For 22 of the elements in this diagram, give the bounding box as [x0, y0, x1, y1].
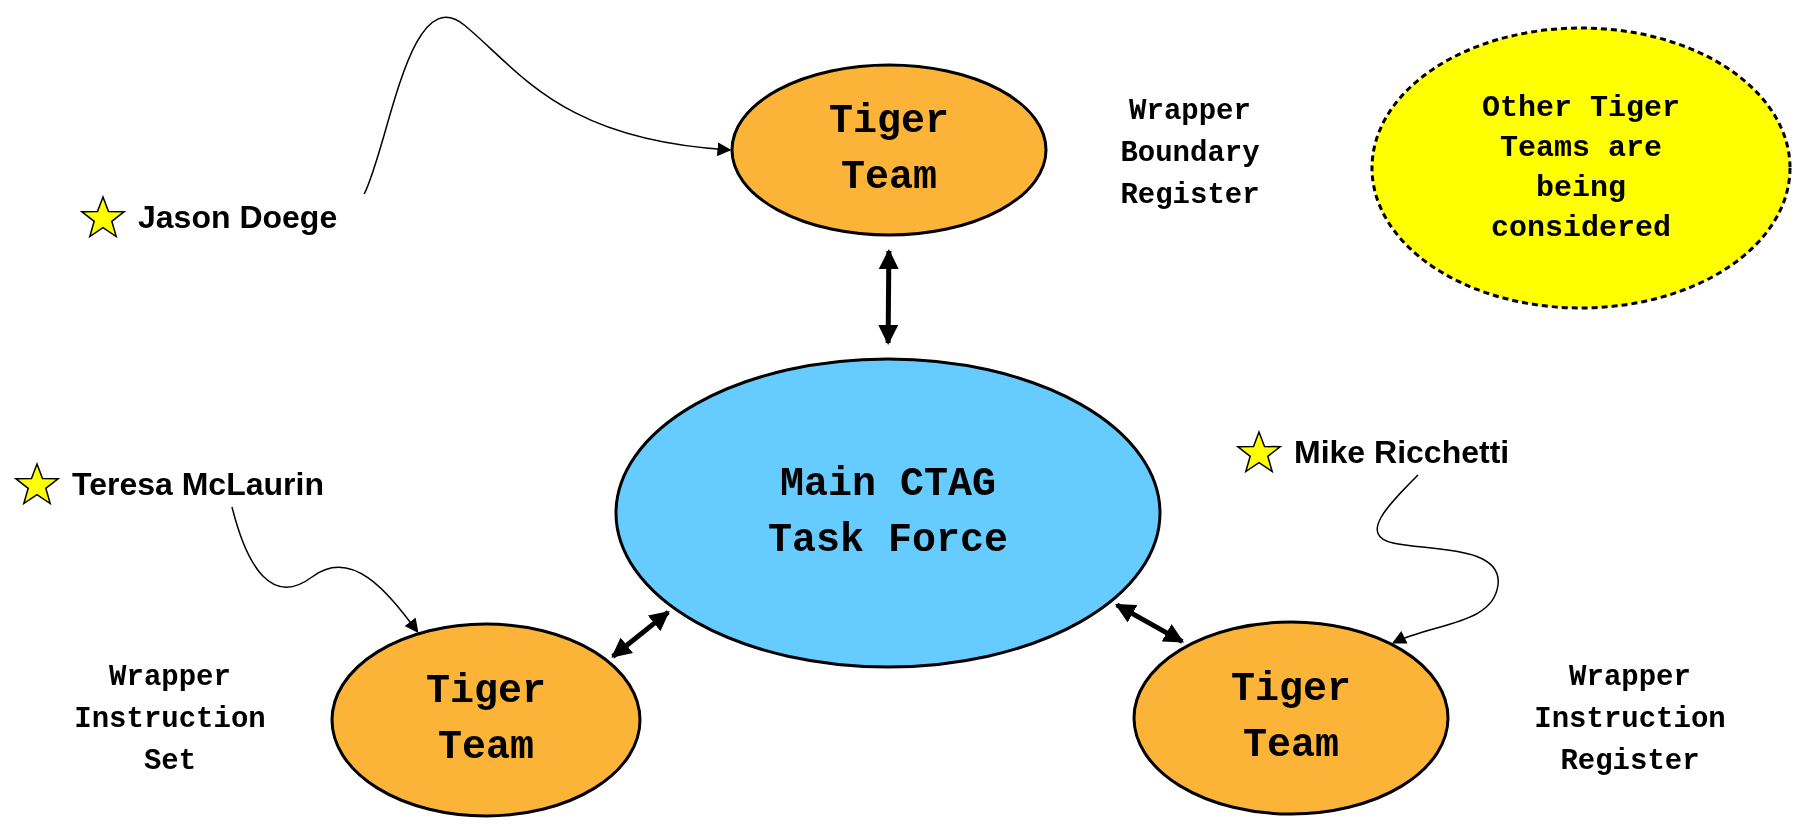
side-note: Wrapper Boundary Register	[1119, 94, 1261, 214]
oval-text: Tiger Team	[425, 668, 547, 772]
person-name: Mike Ricchetti	[1294, 433, 1510, 472]
leader-arrow	[231, 506, 419, 634]
double-arrow	[1115, 602, 1185, 644]
oval-text: Tiger Team	[1230, 666, 1352, 770]
person-name: Teresa McLaurin	[72, 465, 324, 504]
leader-arrow	[363, 17, 732, 195]
oval-text: Main CTAG Task Force	[766, 461, 1009, 565]
double-arrow	[878, 249, 899, 345]
side-note: Wrapper Instruction Register	[1533, 660, 1727, 780]
team-oval	[614, 357, 1162, 669]
leader-arrow	[1376, 474, 1499, 645]
team-oval	[730, 63, 1048, 237]
dashed-oval	[1370, 26, 1792, 310]
side-note: Wrapper Instruction Set	[73, 660, 267, 780]
double-arrow	[611, 610, 670, 659]
oval-text: Other Tiger Teams are being considered	[1480, 90, 1681, 247]
person-name: Jason Doege	[138, 198, 338, 237]
oval-text: Tiger Team	[828, 98, 950, 202]
team-oval	[330, 622, 642, 818]
team-oval	[1132, 620, 1450, 816]
